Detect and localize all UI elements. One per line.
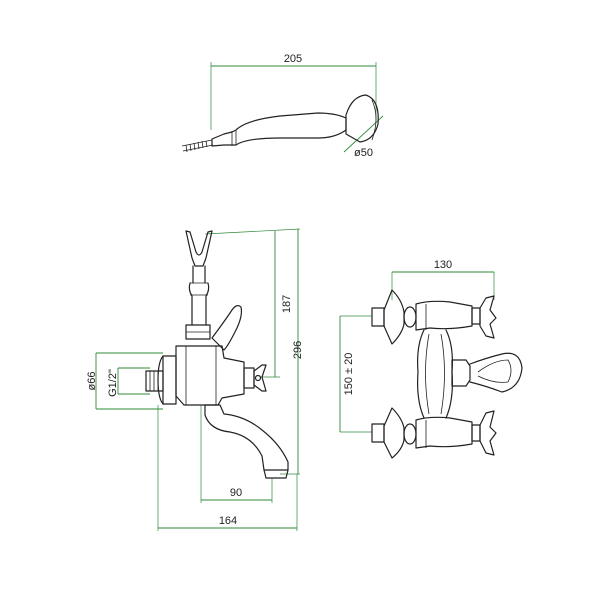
dim-label-150: 150 ± 20 [343, 353, 355, 396]
diverter-knob[interactable] [451, 352, 523, 393]
hand-shower-view: 205 ø50 [181, 53, 384, 159]
shower-head [345, 94, 379, 143]
upper-inlet [371, 289, 417, 345]
dim-label-130: 130 [434, 259, 452, 271]
dim-label-d66: ø66 [86, 372, 98, 391]
lower-cross-handle[interactable] [471, 410, 497, 456]
dim-label-90: 90 [230, 487, 242, 499]
dim-label-187: 187 [281, 295, 293, 313]
dim-label-d50: ø50 [354, 147, 373, 159]
mixer-front-view: 130 150 ± 20 [339, 259, 523, 459]
dimension-line-d50 [343, 115, 384, 153]
mixer-side-view: 187 296 ø66 G1/2" 90 164 [86, 228, 304, 531]
shower-hose [181, 139, 214, 153]
dim-label-164: 164 [219, 515, 237, 527]
shower-holder [185, 230, 213, 267]
dim-label-296: 296 [292, 341, 304, 359]
cross-handle[interactable] [243, 364, 267, 392]
upper-cross-handle[interactable] [471, 295, 497, 339]
extension-line [204, 228, 301, 235]
spout [204, 404, 289, 471]
riser-pipe [192, 265, 206, 284]
diverter-lever [211, 304, 243, 351]
lower-valve-body [415, 416, 473, 449]
wall-connection [145, 355, 177, 405]
mixer-body [175, 345, 245, 406]
upper-valve-body [415, 300, 473, 331]
connecting-column [417, 329, 453, 419]
lower-inlet [371, 407, 417, 459]
dim-label-thread: G1/2" [107, 369, 119, 397]
dim-label-205: 205 [284, 53, 302, 65]
